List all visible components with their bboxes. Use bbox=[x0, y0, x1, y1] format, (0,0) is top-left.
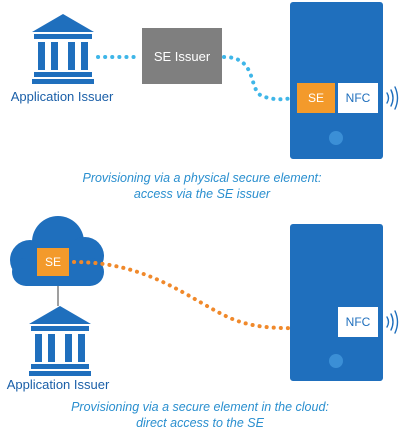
nfc-chip-label: NFC bbox=[346, 315, 371, 329]
phone-home-button bbox=[329, 354, 343, 368]
nfc-waves-icon bbox=[386, 310, 399, 334]
bank-icon bbox=[29, 306, 91, 376]
phone-body bbox=[290, 2, 383, 159]
application-issuer-label: Application Issuer bbox=[11, 89, 114, 104]
top-caption-line2: access via the SE issuer bbox=[134, 187, 271, 201]
se-issuer-box bbox=[142, 28, 222, 84]
bank-icon bbox=[32, 14, 94, 84]
se-issuer-label: SE Issuer bbox=[154, 49, 211, 64]
application-issuer-label: Application Issuer bbox=[7, 377, 110, 392]
phone-home-button bbox=[329, 131, 343, 145]
bottom-caption-line2: direct access to the SE bbox=[136, 416, 265, 430]
top-section: Application Issuer SE Issuer SE NFC Prov… bbox=[11, 2, 399, 201]
connector-se-issuer-se bbox=[222, 55, 296, 102]
se-chip-label: SE bbox=[308, 91, 324, 105]
bottom-caption-line1: Provisioning via a secure element in the… bbox=[71, 400, 329, 414]
cloud-se-chip-label: SE bbox=[45, 255, 61, 269]
cloud-se-chip bbox=[37, 248, 69, 276]
bottom-section: SE Application Issuer NFC Provisioning v… bbox=[7, 216, 399, 430]
nfc-chip bbox=[338, 307, 378, 337]
se-chip bbox=[297, 83, 335, 113]
nfc-chip bbox=[338, 83, 378, 113]
phone-body bbox=[290, 224, 383, 381]
top-caption-line1: Provisioning via a physical secure eleme… bbox=[82, 171, 321, 185]
nfc-waves-icon bbox=[386, 86, 399, 110]
connector-cloud-se-nfc bbox=[72, 260, 338, 331]
nfc-chip-label: NFC bbox=[346, 91, 371, 105]
